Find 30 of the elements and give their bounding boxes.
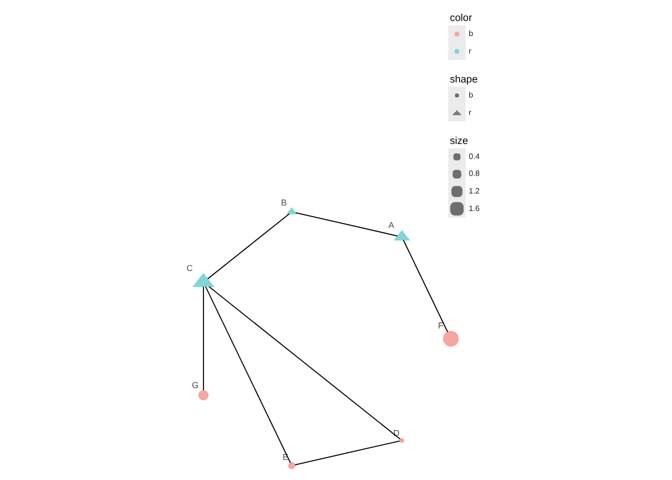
node-circle	[198, 390, 208, 400]
legend-label: 0.8	[468, 169, 480, 178]
legend-label: b	[468, 90, 473, 100]
node-triangle	[286, 207, 297, 214]
node-label: B	[280, 197, 286, 208]
connector	[206, 213, 290, 280]
node-label: A	[388, 220, 394, 230]
label: shape	[449, 74, 478, 86]
connector	[295, 212, 398, 236]
connector	[202, 286, 204, 390]
legend-label: r	[468, 46, 471, 56]
label: size	[449, 136, 468, 147]
node-label: G	[191, 380, 198, 390]
legend-label: b	[468, 29, 473, 38]
node-triangle	[192, 272, 214, 287]
node-circle	[399, 438, 404, 443]
legend-label: 1.2	[468, 186, 480, 196]
connector	[204, 286, 290, 463]
legend-label: 0.4	[468, 152, 480, 161]
label: color	[449, 12, 472, 24]
node-label: C	[186, 263, 192, 274]
node-circle	[442, 330, 458, 347]
legend-label: r	[468, 108, 471, 117]
connector	[402, 240, 448, 332]
connector	[208, 286, 400, 440]
connector	[294, 440, 400, 466]
node-triangle	[393, 230, 410, 240]
legend-label: 1.6	[468, 204, 480, 213]
node-circle	[288, 462, 295, 470]
node-label: F	[438, 320, 443, 331]
